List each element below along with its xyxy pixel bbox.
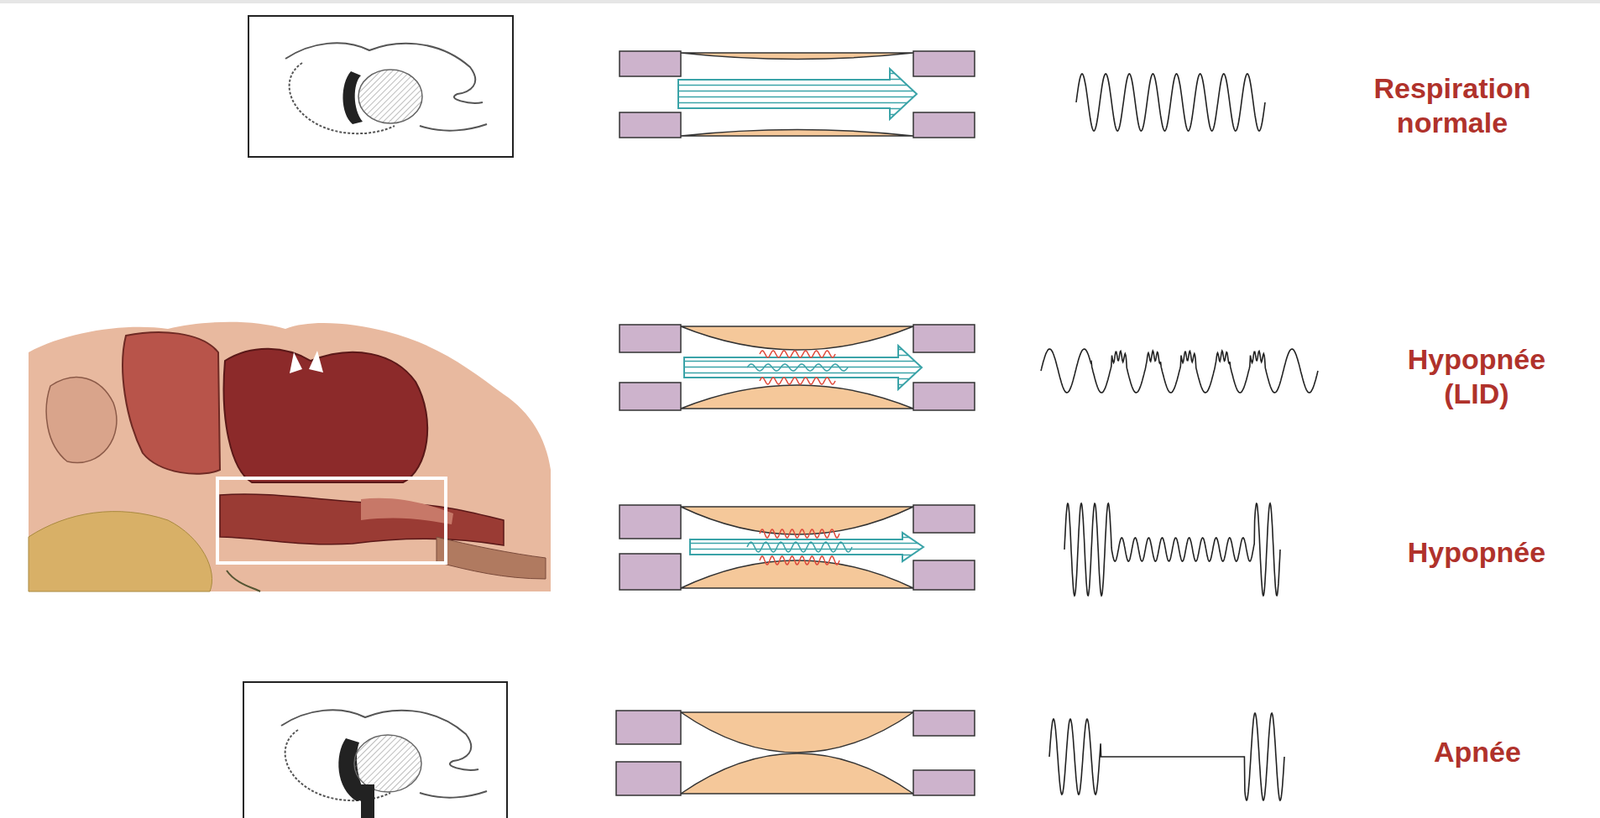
profile-normal — [248, 15, 513, 157]
row-label: Apnée — [1368, 735, 1587, 770]
row-label: Respiration normale — [1343, 71, 1562, 141]
head-anatomy — [28, 322, 551, 592]
flow-signals — [1040, 73, 1318, 801]
profile-apnea — [243, 682, 508, 818]
row-label: Hypopnée — [1367, 535, 1586, 570]
airway-tubes — [616, 51, 975, 796]
row-label: Hypopnée (LID) — [1388, 342, 1565, 412]
